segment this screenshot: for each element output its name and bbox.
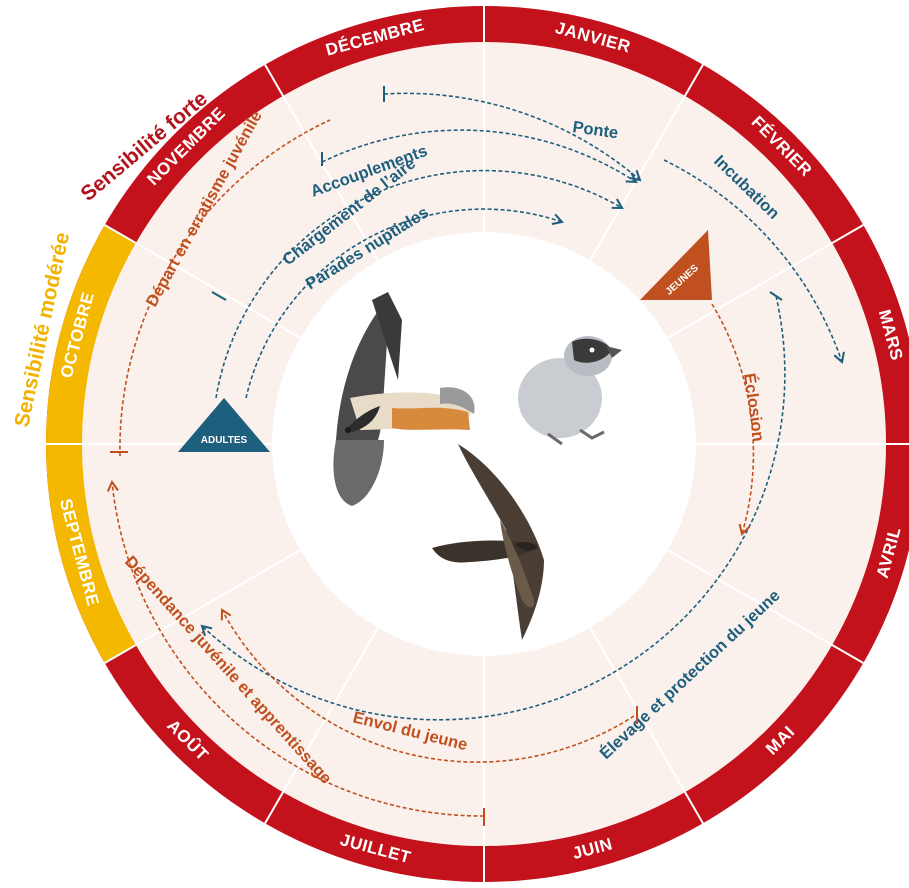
- young-marker: [640, 230, 712, 300]
- depart-arc: [119, 119, 331, 457]
- adults-marker-label: ADULTES: [201, 435, 248, 446]
- month-dividers: [46, 6, 909, 882]
- adult-bearded-vulture-icon: [333, 292, 475, 506]
- dependance-arc: [106, 479, 485, 817]
- month-divider: [667, 224, 864, 339]
- adults-marker: [178, 398, 270, 452]
- month-divider: [104, 549, 301, 664]
- eclosion-arc: [711, 303, 755, 536]
- incubation-arc: [663, 159, 845, 364]
- juvenile-vulture-icon: [432, 444, 544, 640]
- moderate-sensitivity-segment: [46, 225, 137, 663]
- month-divider: [104, 224, 301, 339]
- month-divider: [667, 549, 864, 664]
- chargement-arc: [215, 169, 624, 399]
- tick-chargement: [211, 291, 227, 301]
- parades-arc: [245, 208, 564, 399]
- chick-icon: [518, 336, 622, 446]
- month-divider: [264, 627, 379, 824]
- elevage-arc: [200, 295, 786, 721]
- month-divider: [589, 627, 704, 824]
- accouplements-arc: [321, 129, 638, 184]
- tick-elevage: [769, 291, 783, 301]
- ponte-arc: [383, 92, 642, 182]
- month-divider: [589, 64, 704, 261]
